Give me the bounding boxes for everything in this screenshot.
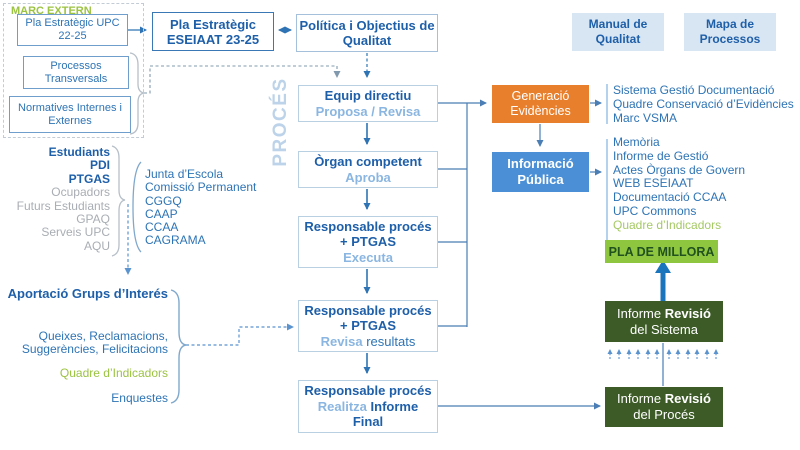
dashed-uparrows-row <box>607 349 719 359</box>
list-item: PDI <box>89 158 110 173</box>
collector-line <box>438 103 468 327</box>
marc-extern-container <box>3 3 144 138</box>
list-item: Serveis UPC <box>41 225 110 240</box>
box-generacio-evidencies: Generació Evidències <box>492 85 589 123</box>
box-normatives: Normatives Internes i Externes <box>9 96 131 133</box>
box-processos-transversals: Processos Transversals <box>23 56 129 89</box>
list-item: GPAQ <box>76 212 110 227</box>
list-item: PTGAS <box>68 171 110 186</box>
list-item: Quadre Conservació d’Evidències <box>613 97 794 111</box>
list-item: Informe de Gestió <box>613 148 709 163</box>
list-item: Futurs Estudiants <box>16 198 110 213</box>
list-item: Memòria <box>613 135 660 149</box>
list-item: CCAA <box>145 220 179 235</box>
list-item: CAAP <box>145 206 178 221</box>
brace-stakeholders <box>111 145 126 257</box>
list-item: CGGQ <box>145 193 182 208</box>
list-item: AQU <box>83 238 110 253</box>
step-informe-final: Responsable procés Realitza Informe Fina… <box>298 380 438 433</box>
box-pla-estrategic-upc: Pla Estratègic UPC 22-25 <box>17 14 128 46</box>
list-item: Junta d’Escola <box>145 167 224 181</box>
dashed-marc-to-equip <box>144 65 341 94</box>
list-item: Comissió Permanent <box>145 180 257 195</box>
aportacio-queixes: Queixes, Reclamacions, Suggerències, Fel… <box>21 329 168 356</box>
proces-vertical-label: PROCÉS <box>270 77 291 167</box>
brace-aportacio <box>170 289 187 404</box>
mapa-processos-button[interactable]: Mapa de Processos <box>684 13 776 51</box>
thick-arrow-to-millora <box>655 260 671 302</box>
aportacio-title: Aportació Grups d’Interés <box>7 286 168 301</box>
aportacio-quadre-indicadors: Quadre d’Indicadors <box>59 366 168 380</box>
list-item: Actes Òrgans de Govern <box>613 162 746 177</box>
paren-organs <box>132 161 142 253</box>
box-politica-objectius: Política i Objectius de Qualitat <box>296 14 438 52</box>
brace-marc-extern <box>129 52 145 135</box>
list-item: Sistema Gestió Documentació <box>613 83 775 97</box>
list-item: WEB ESEIAAT <box>613 176 694 191</box>
list-item: Estudiants <box>48 145 110 159</box>
list-item: Ocupadors <box>51 185 110 200</box>
list-item: UPC Commons <box>613 203 697 218</box>
list-item: Marc VSMA <box>613 111 678 125</box>
box-pla-de-millora: PLA DE MILLORA <box>605 240 718 263</box>
box-informacio-publica: Informació Pública <box>492 152 589 192</box>
dashed-aportacio-to-revisa <box>186 323 294 346</box>
list-item: Documentació CCAA <box>613 190 727 205</box>
aportacio-enquestes: Enquestes <box>111 391 168 405</box>
list-item: Quadre d’Indicadors <box>613 217 722 232</box>
list-item: CAGRAMA <box>145 233 206 248</box>
manual-qualitat-button[interactable]: Manual de Qualitat <box>572 13 664 51</box>
box-pla-estrategic-eseiaat: Pla Estratègic ESEIAAT 23-25 <box>152 12 274 51</box>
